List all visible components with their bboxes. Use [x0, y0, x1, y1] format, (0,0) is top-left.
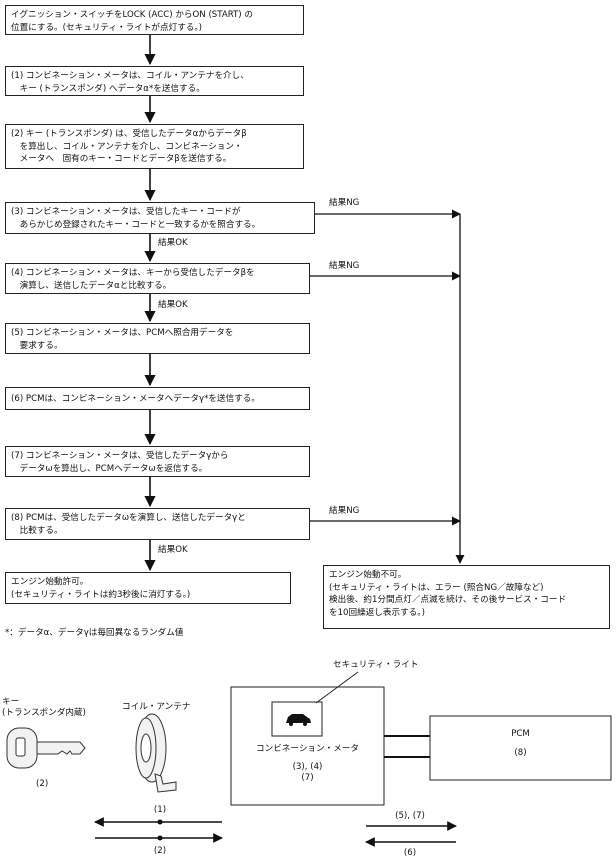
arrow-2-node — [157, 835, 163, 841]
step2-box: (2) キー (トランスポンダ) は、受信したデータαからデータβ を算出し、コ… — [5, 124, 304, 169]
step8-box: (8) PCMは、受信したデータωを演算し、送信したデータγと 比較する。 — [5, 508, 310, 540]
pcm-box — [429, 715, 612, 781]
key-icon — [6, 727, 86, 769]
ng-label-3: 結果NG — [329, 198, 360, 208]
car-wheel — [289, 722, 293, 726]
step3-box: (3) コンビネーション・メータは、受信したキー・コードが あらかじめ登録された… — [5, 202, 315, 234]
ng-label-4: 結果NG — [329, 261, 360, 271]
arrow-2-label: (2) — [153, 846, 167, 856]
arrow-1-label: (1) — [153, 805, 167, 815]
key-label: キー (トランスポンダ内蔵) — [2, 697, 86, 718]
coil-antenna-icon — [135, 713, 177, 793]
car-icon — [286, 714, 311, 723]
meter-label: コンビネーション・メータ — [256, 744, 359, 754]
end-ng-box: エンジン始動不可。 (セキュリティ・ライトは、エラー (照合NG／故障など) 検… — [323, 565, 610, 629]
security-light-leader — [315, 671, 359, 704]
arrow-1-node — [157, 819, 163, 825]
meter-steps-label: (3), (4) (7) — [292, 762, 323, 783]
pcm-step-label: (8) — [514, 748, 527, 758]
ok-label-8: 結果OK — [158, 545, 188, 555]
pcm-label: PCM — [511, 729, 530, 739]
security-light-label: セキュリティ・ライト — [333, 660, 419, 670]
step4-box: (4) コンビネーション・メータは、キーから受信したデータβを 演算し、送信した… — [5, 263, 310, 294]
step1-box: (1) コンビネーション・メータは、コイル・アンテナを介し、 キー (トランスポ… — [5, 66, 304, 96]
arrow-6-label: (6) — [403, 848, 417, 858]
step7-box: (7) コンビネーション・メータは、受信したデータγから データωを算出し、PC… — [5, 446, 310, 477]
ng-branch — [310, 209, 465, 564]
system-diagram — [6, 671, 612, 847]
ok-label-4: 結果OK — [158, 300, 188, 310]
key-step-label: (2) — [36, 779, 49, 789]
ng-label-8: 結果NG — [329, 506, 360, 516]
footnote: *：データα、データγは毎回異なるランダム値 — [5, 628, 184, 638]
coil-antenna-label: コイル・アンテナ — [122, 702, 191, 712]
step6-box: (6) PCMは、コンビネーション・メータへデータγ*を送信する。 — [5, 387, 310, 410]
security-light-indicator — [271, 701, 323, 737]
car-wheel — [303, 722, 307, 726]
arrow-5-7-label: (5), (7) — [395, 811, 425, 821]
start-box: イグニッション・スイッチをLOCK (ACC) からON (START) の 位… — [5, 5, 304, 35]
end-ok-box: エンジン始動許可。 (セキュリティ・ライトは約3秒後に消灯する。) — [5, 572, 291, 604]
ok-label-3: 結果OK — [158, 238, 188, 248]
step5-box: (5) コンビネーション・メータは、PCMへ照合用データを 要求する。 — [5, 323, 310, 354]
